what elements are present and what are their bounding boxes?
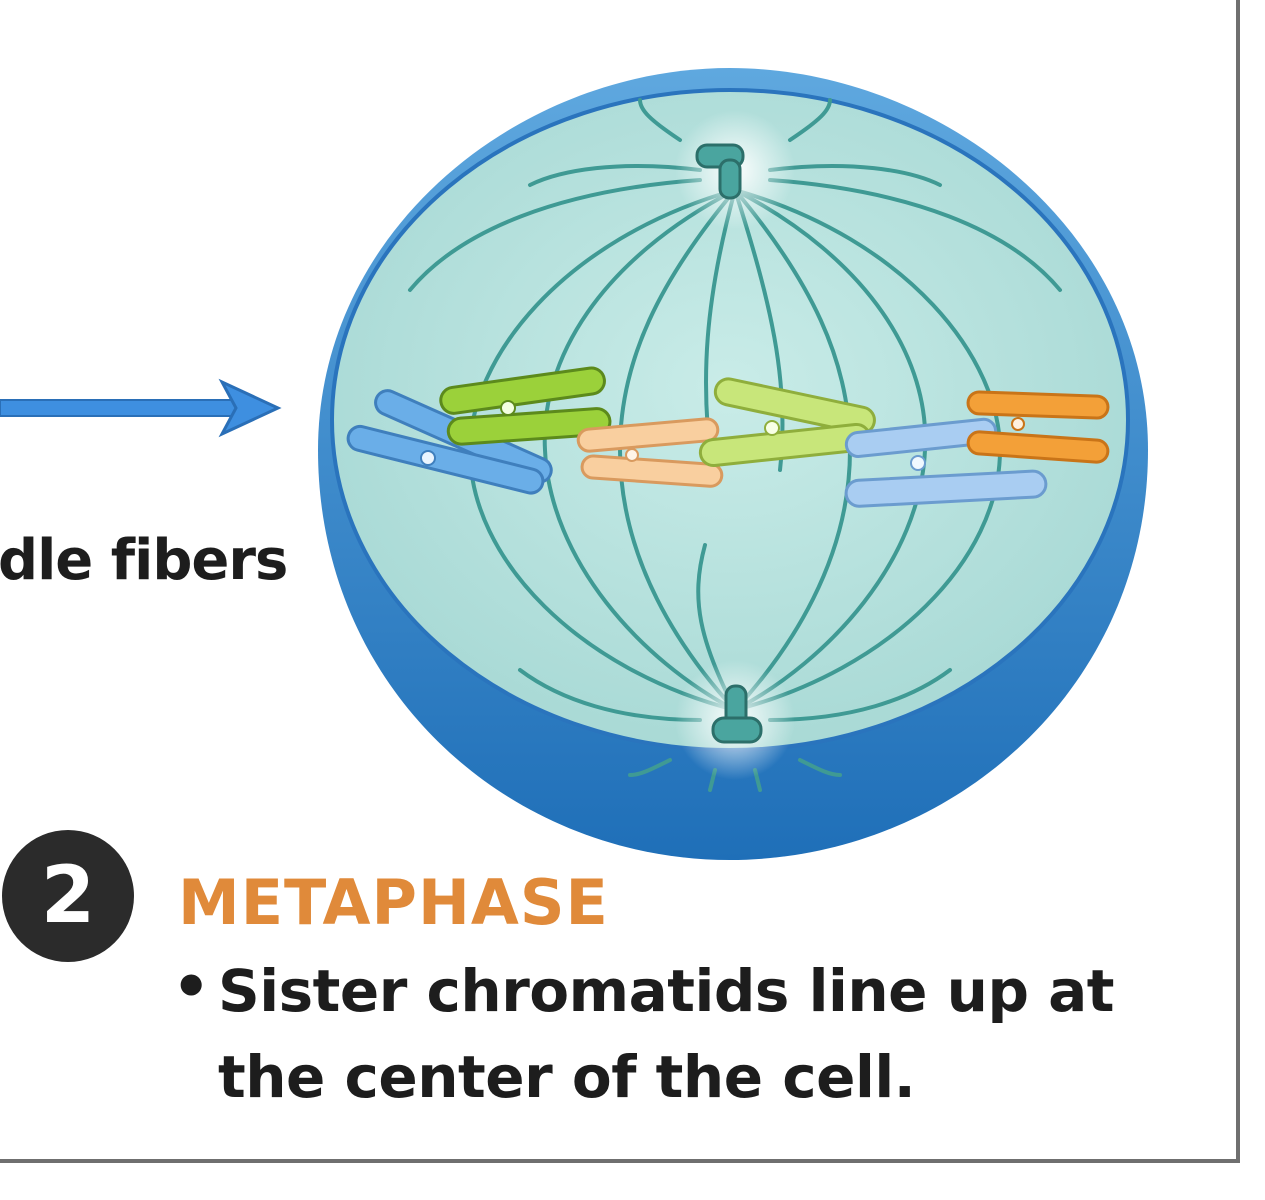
chromosome-lightblue xyxy=(844,417,1048,508)
centromere-icon xyxy=(910,455,926,471)
phase-title: METAPHASE xyxy=(178,866,609,939)
step-number: 2 xyxy=(40,851,96,941)
spindle-fibers-label: dle fibers xyxy=(0,528,288,593)
centromere-icon xyxy=(420,450,436,466)
phase-description: Sister chromatids line up at the center … xyxy=(218,957,1115,1111)
centromere-icon xyxy=(625,448,639,462)
chromosome-peach xyxy=(576,417,724,488)
centromere-icon xyxy=(764,420,780,436)
lower-centrosome xyxy=(711,684,763,744)
chromosome-orange xyxy=(966,390,1110,464)
frame-border-bottom xyxy=(0,1159,1240,1163)
pointer-arrow xyxy=(0,378,282,438)
centromere-icon xyxy=(1011,417,1025,431)
centromere-icon xyxy=(500,400,516,416)
chromosome-green xyxy=(439,366,612,446)
bullet-icon: • xyxy=(172,952,211,1022)
step-number-badge: 2 xyxy=(2,830,134,962)
frame-border-right xyxy=(1236,0,1240,1163)
upper-centrosome xyxy=(695,143,745,200)
